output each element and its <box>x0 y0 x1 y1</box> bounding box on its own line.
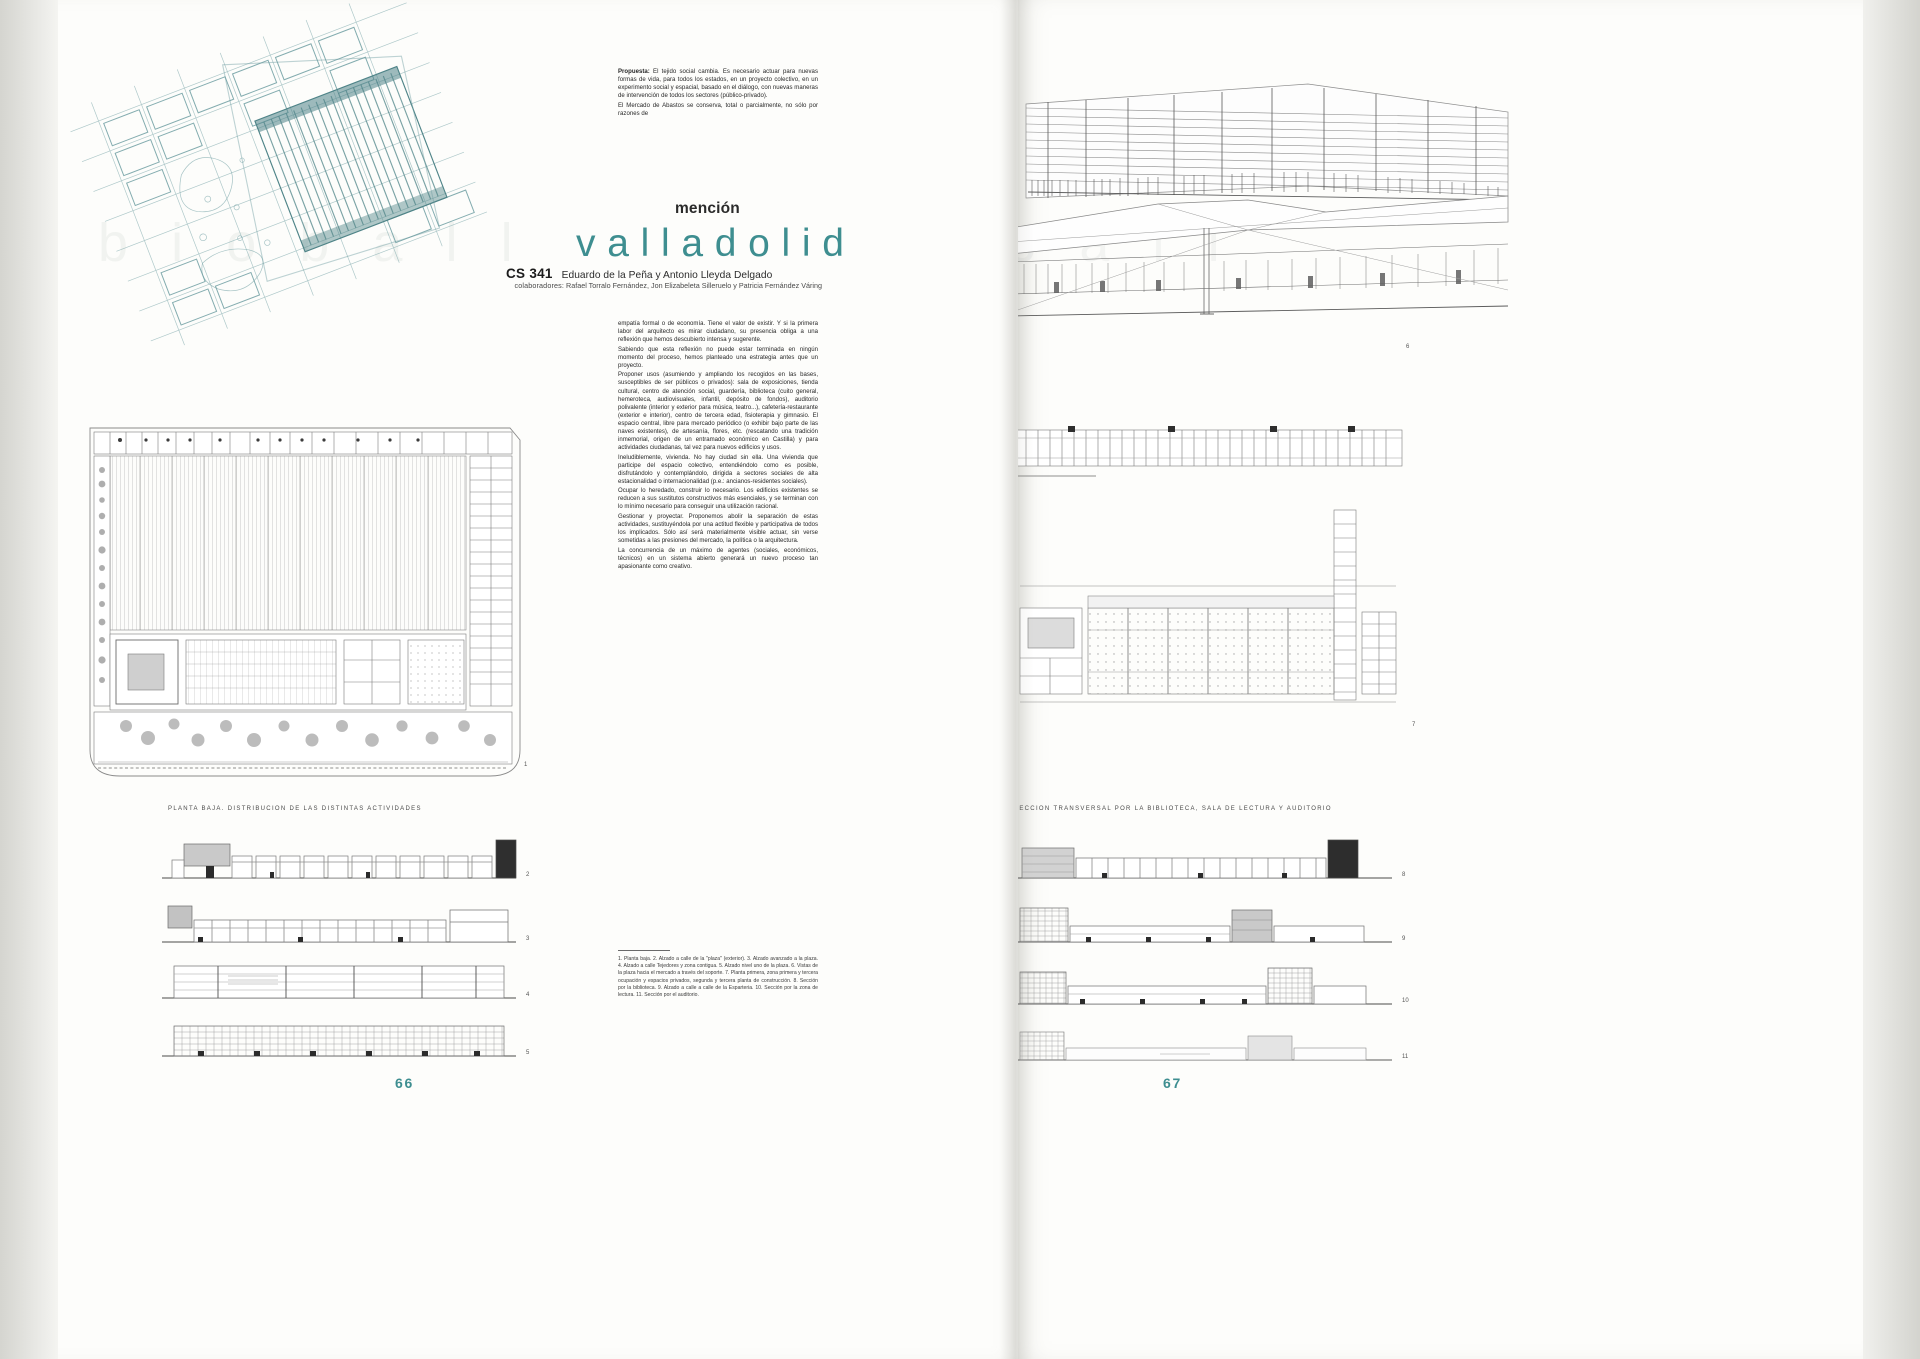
figure-number-3: 3 <box>526 936 530 942</box>
award-label: mención <box>675 200 740 217</box>
ghost-watermark-left: b i o b a l l <box>98 213 527 273</box>
collaborators-label: colaboradores: <box>514 281 565 290</box>
first-floor-plan: 7 <box>1018 500 1428 730</box>
sections-caption: SECCION TRANSVERSAL POR LA BIBLIOTECA, S… <box>1018 806 1332 812</box>
body-para-3: empatía formal o de economía. Tiene el v… <box>618 321 818 344</box>
body-para-8: Gestionar y proyectar. Proponemos abolir… <box>618 513 818 545</box>
footnotes: 1. Planta baja. 2. Alzado a calle de la … <box>618 956 818 999</box>
body-para-9: La concurrencia de un máximo de agentes … <box>618 547 818 570</box>
figure-number-1: 1 <box>524 762 528 768</box>
figure-number-2: 2 <box>526 872 530 878</box>
left-edge-shadow <box>0 0 60 1359</box>
authors: Eduardo de la Peña y Antonio Lleyda Delg… <box>561 270 773 281</box>
figure-number-8: 8 <box>1402 872 1406 878</box>
figure-number-5: 5 <box>526 1050 530 1056</box>
first-floor-plan-strip <box>1018 420 1428 490</box>
section-auditorio: 11 <box>1018 1016 1410 1068</box>
body-para-2: El Mercado de Abastos se conserva, total… <box>618 102 818 117</box>
body-para-7: Ocupar lo heredado, construir lo necesar… <box>618 488 818 511</box>
body-para-5: Proponer usos (asumiendo y ampliando los… <box>618 372 818 451</box>
body-text-top: Propuesta: El tejido social cambia. Es n… <box>618 68 818 119</box>
collaborators-line: colaboradores: Rafael Torralo Fernández,… <box>506 281 822 291</box>
collaborators-names: Rafael Torralo Fernández, Jon Elizabelet… <box>566 281 822 290</box>
section-sala-lectura: 10 <box>1018 958 1410 1010</box>
ground-floor-plan: 1 <box>80 420 530 790</box>
footnote-rule <box>618 950 670 951</box>
elevation-calle-tejedores: 4 <box>158 958 530 1004</box>
figure-number-11: 11 <box>1402 1054 1409 1060</box>
right-page: i t o b a l l colectivo <box>1018 0 1863 1359</box>
entry-code: CS 341 <box>506 266 553 281</box>
body-lead-label: Propuesta: <box>618 69 650 75</box>
figure-number-9: 9 <box>1402 936 1406 942</box>
ground-floor-plan-caption: PLANTA BAJA. DISTRIBUCION DE LAS DISTINT… <box>168 806 422 812</box>
body-para-1: El tejido social cambia. Es necesario ac… <box>618 69 818 100</box>
credit-line: CS 341 Eduardo de la Peña y Antonio Lley… <box>506 266 822 281</box>
body-text-main: empatía formal o de economía. Tiene el v… <box>618 320 818 572</box>
elevation-nivel-uno: 5 <box>158 1014 530 1062</box>
figure-number-4: 4 <box>526 992 530 998</box>
perspective-interior-market: 6 <box>1018 68 1528 350</box>
left-page: b i o b a l l <box>58 0 1018 1359</box>
folio-left: 66 <box>395 1075 414 1091</box>
elevation-calle-plaza: 2 <box>158 832 530 884</box>
site-plan-axonometric <box>70 2 488 346</box>
figure-number-6: 6 <box>1406 344 1410 350</box>
figure-number-10: 10 <box>1402 998 1409 1004</box>
body-para-4: Sabiendo que esta reflexión no puede est… <box>618 346 818 369</box>
section-biblioteca: 8 <box>1018 832 1410 884</box>
section-esparteria: 9 <box>1018 896 1410 948</box>
page-title: valladolid <box>576 222 856 265</box>
elevation-plaza: 3 <box>158 896 530 948</box>
body-para-6: Ineludiblemente, vivienda. No hay ciudad… <box>618 454 818 485</box>
figure-number-7: 7 <box>1412 722 1416 728</box>
folio-right: 67 <box>1163 1075 1182 1091</box>
right-edge-shadow <box>1856 0 1920 1359</box>
